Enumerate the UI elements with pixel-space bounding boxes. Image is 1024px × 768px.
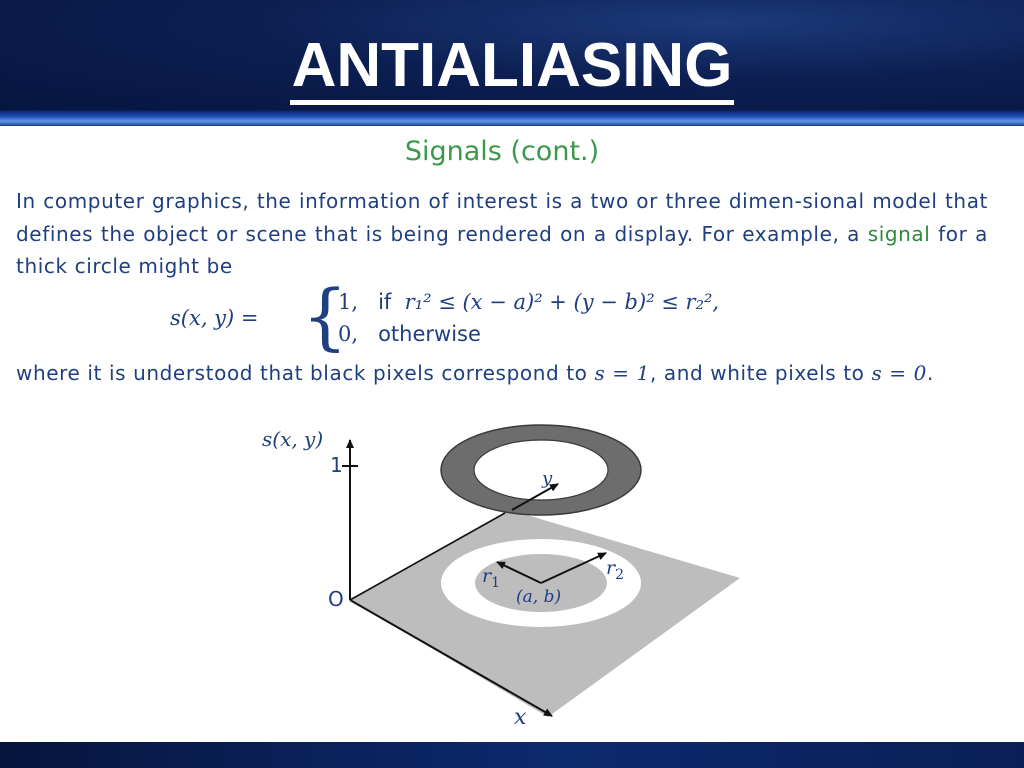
section-subtitle: Signals (cont.) (404, 136, 600, 167)
slide-header (0, 0, 1024, 112)
formula-case-1: 1, if r₁² ≤ (x − a)² + (y − b)² ≤ r₂², (338, 290, 719, 314)
pixel-text-2: , and white pixels to (649, 361, 872, 385)
formula-case-2: 0, otherwise (338, 322, 481, 346)
origin-label: O (328, 587, 344, 611)
header-stripe (0, 110, 1024, 126)
case1-condition: r₁² ≤ (x − a)² + (y − b)² ≤ r₂², (404, 290, 720, 314)
case1-value: 1, (338, 290, 359, 314)
case2-value: 0, (338, 322, 359, 346)
signal-formula: s(x, y) = { 1, if r₁² ≤ (x − a)² + (y − … (170, 280, 870, 356)
r2-arrow (540, 552, 607, 584)
pixel-math-2: s = 0 (871, 361, 927, 385)
r1-label-sub: 1 (491, 575, 500, 591)
pixel-math-1: s = 1 (594, 361, 650, 385)
pixel-text-3: . (926, 361, 934, 385)
pixel-paragraph: where it is understood that black pixels… (16, 357, 988, 390)
r1-label: r1 (482, 565, 500, 591)
r2-label: r2 (606, 557, 624, 583)
intro-text-before: In computer graphics, the information of… (16, 189, 988, 246)
intro-text-after: for a thick circle might be (16, 221, 988, 279)
page-title-text: ANTIALIASING (289, 31, 735, 105)
raised-ring-hole (473, 439, 609, 501)
r1-arrow (496, 561, 542, 584)
s-axis-label: s(x, y) (262, 427, 323, 451)
page-title: ANTIALIASING (0, 30, 1024, 105)
formula-lhs: s(x, y) = (170, 306, 259, 330)
r1-label-main: r (482, 565, 493, 587)
r2-label-main: r (606, 557, 617, 579)
y-axis (511, 483, 559, 511)
x-axis (349, 599, 553, 717)
center-label: (a, b) (516, 587, 561, 607)
case2-text: otherwise (378, 322, 481, 346)
leader-line-left (349, 512, 506, 601)
pixel-text-1: where it is understood that black pixels… (16, 361, 595, 385)
intro-paragraph: In computer graphics, the information of… (16, 185, 988, 283)
formula-brace: { (302, 274, 348, 358)
r2-label-sub: 2 (615, 567, 624, 583)
signal-keyword: signal (867, 221, 931, 246)
case1-if: if (378, 290, 392, 314)
x-axis-label: x (514, 705, 527, 730)
slide-footer (0, 742, 1024, 768)
tick-1-label: 1 (330, 453, 343, 477)
y-axis-label: y (541, 468, 553, 489)
